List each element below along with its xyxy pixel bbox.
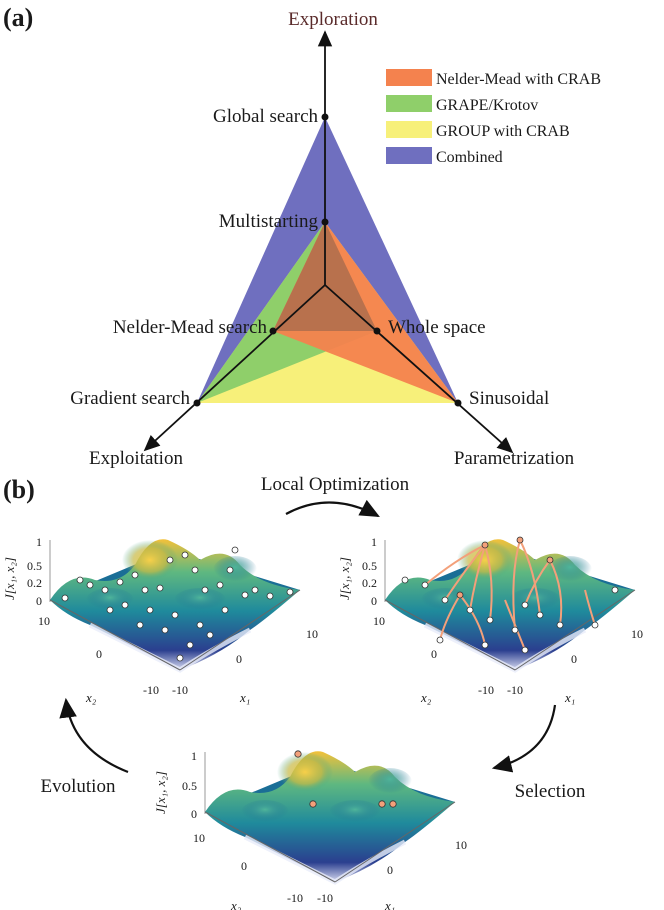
x1-tick-10: 10 [631, 627, 643, 641]
legend-swatch-3 [386, 147, 432, 164]
nelder-mead-point [269, 327, 277, 335]
x1-tick-10: 10 [455, 838, 467, 852]
legend-label-3: Combined [436, 149, 503, 166]
local-optimization-label: Local Optimization [261, 474, 410, 495]
x2-tick-0: 0 [431, 647, 437, 661]
whole-space-label: Whole space [388, 317, 486, 338]
selection-label: Selection [515, 781, 586, 802]
arrow-to-evolution [59, 697, 129, 774]
x1-tick-neg10: -10 [317, 891, 333, 905]
arrow-to-selection [491, 704, 557, 773]
evolution-label: Evolution [41, 776, 116, 797]
whole-space-point [373, 327, 381, 335]
sinusoidal-point [454, 399, 462, 407]
multistarting-point [321, 218, 329, 226]
x2-axis-label: x₂ [230, 898, 242, 910]
x1-tick-10: 10 [306, 627, 318, 641]
z-tick-0: 0 [191, 807, 197, 821]
gradient-search-label: Gradient search [70, 388, 190, 409]
x1-tick-0: 0 [236, 652, 242, 666]
x2-axis-label: x₂ [420, 690, 432, 705]
surface-plot-initial: 1 0.5 0.2 0 J[x₁, x₂] 10 0 -10 -10 0 10 … [2, 535, 318, 705]
nelder-mead-label: Nelder-Mead search [113, 317, 268, 338]
z-axis-label: J[x₁, x₂] [153, 771, 168, 814]
x2-tick-neg10: -10 [143, 683, 159, 697]
global-search-label: Global search [213, 106, 318, 127]
selected-points [294, 750, 397, 808]
panel-b-label: (b) [3, 475, 35, 504]
global-search-point [321, 113, 329, 121]
legend-label-2: GROUP with CRAB [436, 123, 570, 140]
z-tick-0.5: 0.5 [182, 779, 197, 793]
z-tick-0.2: 0.2 [27, 576, 42, 590]
z-tick-1: 1 [371, 535, 377, 549]
trajectory-points [401, 536, 619, 654]
exploitation-label: Exploitation [89, 448, 183, 469]
x2-tick-neg10: -10 [287, 891, 303, 905]
arrow-to-local [285, 499, 380, 518]
parametrization-label: Parametrization [454, 448, 575, 469]
x2-tick-0: 0 [96, 647, 102, 661]
z-tick-0: 0 [36, 594, 42, 608]
legend-label-0: Nelder-Mead with CRAB [436, 71, 601, 88]
exploration-label: Exploration [288, 9, 378, 30]
legend-label-1: GRAPE/Krotov [436, 97, 538, 114]
z-tick-0.5: 0.5 [27, 559, 42, 573]
z-tick-1: 1 [191, 749, 197, 763]
sinusoidal-label: Sinusoidal [469, 388, 549, 409]
x2-tick-neg10: -10 [478, 683, 494, 697]
optimization-trajectories [424, 539, 596, 651]
panel-a-label: (a) [3, 3, 33, 32]
x2-tick-10: 10 [38, 614, 50, 628]
legend-swatch-2 [386, 121, 432, 138]
multistarting-label: Multistarting [219, 211, 319, 232]
legend: Nelder-Mead with CRAB GRAPE/Krotov GROUP… [386, 69, 601, 166]
x1-axis-label: x₁ [564, 690, 575, 705]
surface-plot-local: 1 0.5 0.2 0 J[x₁, x₂] 10 0 -10 -10 0 10 … [337, 535, 643, 705]
legend-swatch-0 [386, 69, 432, 86]
legend-swatch-1 [386, 95, 432, 112]
x1-tick-neg10: -10 [507, 683, 523, 697]
z-tick-0.5: 0.5 [362, 559, 377, 573]
x2-tick-10: 10 [193, 831, 205, 845]
z-tick-0.2: 0.2 [362, 576, 377, 590]
x2-axis-label: x₂ [85, 690, 97, 705]
z-axis-label: J[x₁, x₂] [2, 557, 17, 600]
gradient-search-point [193, 399, 201, 407]
x2-tick-0: 0 [241, 859, 247, 873]
z-tick-0: 0 [371, 594, 377, 608]
exploitation-axis [143, 284, 326, 452]
surface-plot-selection: 1 0.5 0 J[x₁, x₂] 10 0 -10 -10 0 10 x₂ x… [153, 749, 467, 910]
x2-tick-10: 10 [373, 614, 385, 628]
x1-tick-0: 0 [387, 863, 393, 877]
x1-axis-label: x₁ [239, 690, 250, 705]
z-tick-1: 1 [36, 535, 42, 549]
z-axis-label: J[x₁, x₂] [337, 557, 352, 600]
sample-points [61, 546, 294, 662]
x1-tick-0: 0 [571, 652, 577, 666]
x1-tick-neg10: -10 [172, 683, 188, 697]
x1-axis-label: x₁ [384, 898, 395, 910]
parametrization-axis [324, 284, 514, 454]
